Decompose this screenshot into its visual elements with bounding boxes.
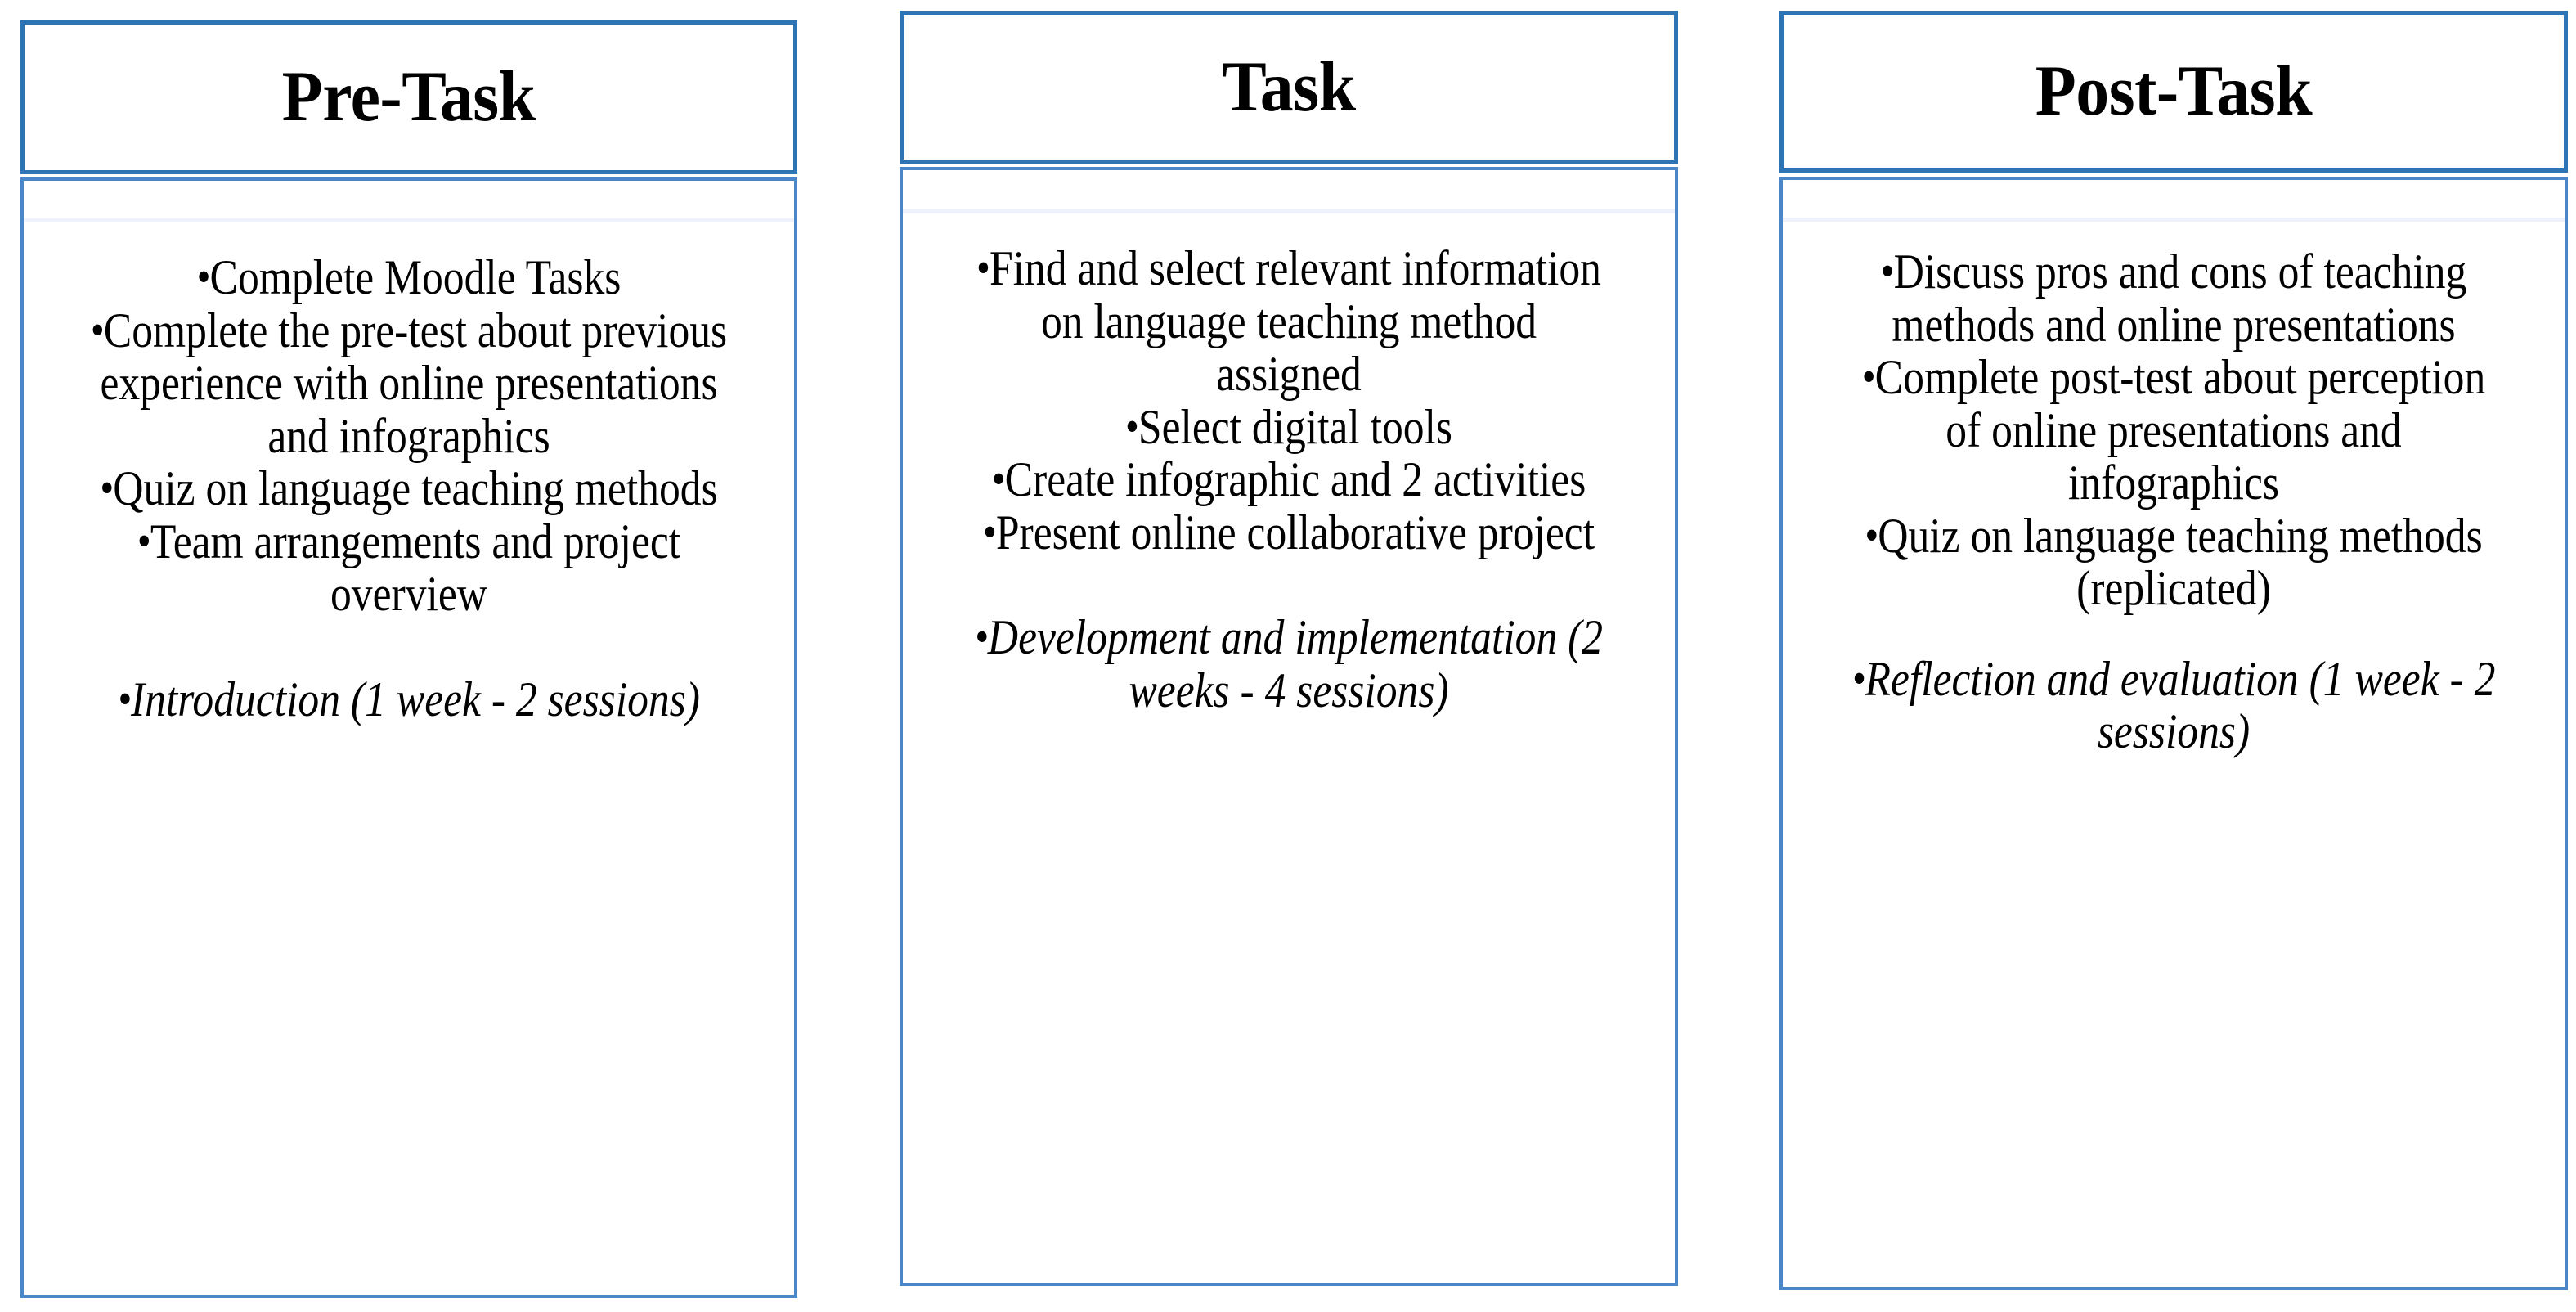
column-header-pre-task: Pre-Task — [20, 20, 797, 174]
list-item: •Quiz on language teaching methods (repl… — [1838, 508, 2510, 615]
list-spacer — [24, 621, 794, 673]
list-item: •Team arrangements and project overview — [78, 514, 740, 621]
list-item-text: Complete post-test about perception of o… — [1874, 350, 2486, 510]
list-item: •Create infographic and 2 activities — [957, 453, 1621, 506]
bullet-dot-icon: • — [1851, 653, 1866, 704]
bullet-dot-icon: • — [974, 611, 989, 663]
column-body-pre-task: •Complete Moodle Tasks •Complete the pre… — [20, 177, 797, 1298]
faint-rule-pre-task — [24, 218, 794, 222]
list-item: •Complete the pre-test about previous ex… — [78, 303, 740, 463]
bullet-dot-icon: • — [1861, 351, 1876, 402]
list-item: •Find and select relevant information on… — [957, 242, 1621, 401]
column-post-task: Post-Task •Discuss pros and cons of teac… — [1779, 11, 2568, 1290]
list-item: •Discuss pros and cons of teaching metho… — [1838, 245, 2510, 351]
list-item-text: Quiz on language teaching methods (repli… — [1878, 508, 2483, 615]
faint-rule-task — [903, 209, 1675, 213]
column-title-post-task: Post-Task — [2035, 52, 2313, 131]
list-item: •Present online collaborative project — [957, 505, 1621, 559]
bullet-list-post-task: •Discuss pros and cons of teaching metho… — [1783, 245, 2565, 758]
column-header-post-task: Post-Task — [1779, 11, 2568, 173]
list-spacer — [1783, 615, 2565, 653]
list-item-text: Present online collaborative project — [995, 505, 1595, 559]
bullet-dot-icon: • — [1865, 510, 1878, 561]
bullet-dot-icon: • — [118, 673, 132, 725]
list-item: •Complete post-test about perception of … — [1838, 351, 2510, 510]
column-header-task: Task — [900, 11, 1678, 164]
list-item-text: Team arrangements and project overview — [150, 514, 681, 621]
list-item-timeframe: •Introduction (1 week - 2 sessions) — [78, 672, 740, 726]
bullet-dot-icon: • — [100, 462, 114, 514]
list-spacer — [903, 559, 1675, 611]
column-task: Task •Find and select relevant informati… — [900, 11, 1678, 1286]
column-body-post-task: •Discuss pros and cons of teaching metho… — [1779, 177, 2568, 1290]
bullet-dot-icon: • — [1880, 245, 1895, 297]
list-item: •Quiz on language teaching methods — [78, 462, 740, 515]
list-item-text: Complete the pre-test about previous exp… — [100, 303, 728, 463]
list-item-text: Select digital tools — [1138, 399, 1452, 454]
list-item-timeframe: •Reflection and evaluation (1 week - 2 s… — [1838, 651, 2510, 758]
bullet-dot-icon: • — [1124, 401, 1139, 452]
bullet-dot-icon: • — [991, 453, 1006, 505]
bullet-dot-icon: • — [137, 515, 151, 567]
bullet-list-task: •Find and select relevant information on… — [903, 242, 1675, 717]
list-item-text: Development and implementation (2 weeks … — [987, 610, 1604, 717]
list-item: •Select digital tools — [957, 399, 1621, 454]
column-body-task: •Find and select relevant information on… — [900, 167, 1678, 1286]
list-item-text: Quiz on language teaching methods — [113, 461, 718, 515]
bullet-dot-icon: • — [196, 251, 211, 303]
list-item-text: Complete Moodle Tasks — [209, 250, 622, 304]
list-item-text: Find and select relevant information on … — [989, 241, 1601, 401]
column-title-pre-task: Pre-Task — [281, 57, 536, 137]
list-item-text: Create infographic and 2 activities — [1004, 452, 1586, 506]
list-item: •Complete Moodle Tasks — [78, 251, 740, 304]
bullet-list-pre-task: •Complete Moodle Tasks •Complete the pre… — [24, 251, 794, 726]
list-item-text: Discuss pros and cons of teaching method… — [1892, 245, 2467, 352]
bullet-dot-icon: • — [982, 506, 997, 558]
bullet-dot-icon: • — [976, 242, 990, 294]
list-item-text: Reflection and evaluation (1 week - 2 se… — [1865, 651, 2496, 758]
column-title-task: Task — [1222, 47, 1356, 127]
list-item-timeframe: •Development and implementation (2 weeks… — [957, 611, 1621, 717]
column-pre-task: Pre-Task •Complete Moodle Tasks •Complet… — [20, 20, 797, 1298]
list-item-text: Introduction (1 week - 2 sessions) — [130, 672, 700, 726]
bullet-dot-icon: • — [90, 304, 105, 356]
faint-rule-post-task — [1783, 218, 2565, 222]
